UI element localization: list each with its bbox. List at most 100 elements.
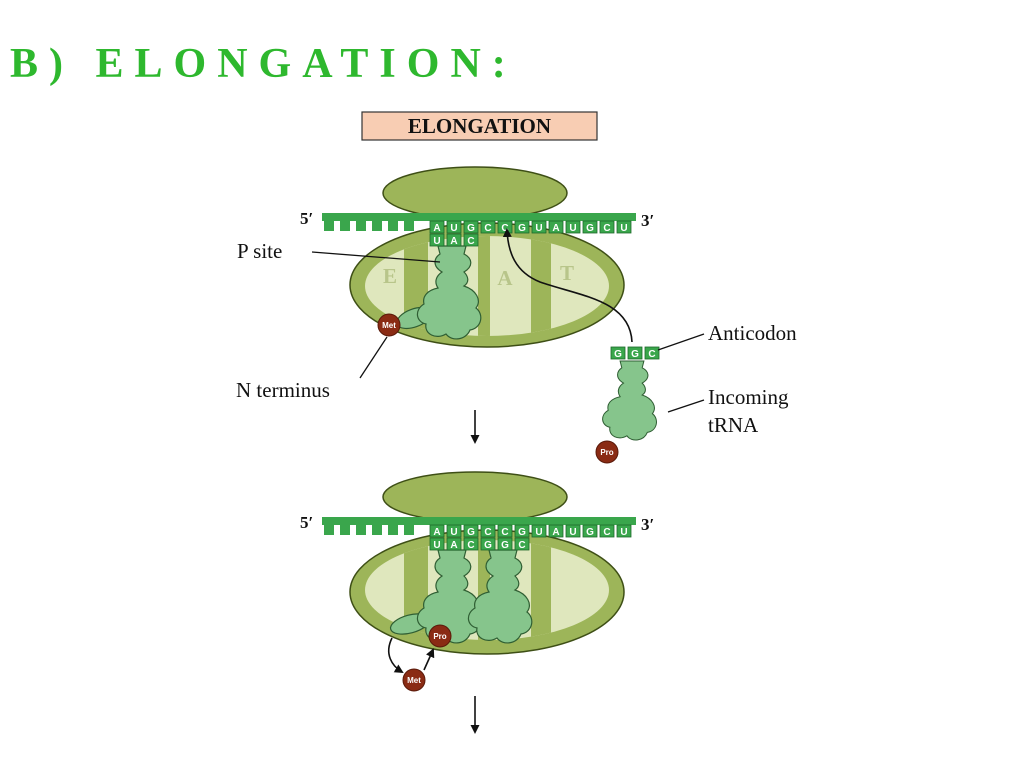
mrna-codon-letter: U [450,223,457,234]
mrna-codon-letter: U [620,223,627,234]
mrna-codon-letter: G [467,527,475,538]
site-divider [531,540,551,640]
pro-label: Pro [433,632,446,641]
mrna-base [340,524,350,535]
diagram-label-box: ELONGATION [361,111,598,141]
mrna-base [372,524,382,535]
anticodon-box [497,537,513,551]
mrna-codon-letter: C [603,527,610,538]
anticodon-letter: G [484,540,492,551]
peptide-bond-arrow [423,648,435,671]
mrna-codon-letter: A [552,527,559,538]
anticodon-letter: G [501,540,509,551]
mrna-codon-box [582,220,598,234]
anticodon-label: Anticodon [708,321,797,345]
anticodon-box [463,233,479,247]
ribosome-small-subunit [382,166,568,220]
binding-arrow [502,228,633,343]
incoming-trna [602,360,657,441]
mrna-codon-box [616,524,632,538]
met-circle [402,668,426,692]
site-letter-a: A [497,266,513,290]
met-amino-acid: Met [402,668,426,692]
ribosome-small-subunit [382,471,568,523]
pro-circle [428,624,452,648]
site-divider [478,236,490,336]
anticodon-box [446,537,462,551]
incoming-anticodon-letter: C [648,349,655,360]
five-prime-label: 5′ [300,209,313,228]
mrna-codon-box [599,524,615,538]
mrna-base [388,220,398,231]
anticodon-box [463,537,479,551]
mrna-codon-box [480,220,496,234]
anticodon-letter: A [450,540,457,551]
mrna-codon-letter: U [569,223,576,234]
incoming-anticodon-box [610,346,626,360]
site-letter-e: E [383,264,397,288]
site-divider [531,236,551,336]
three-prime-label: 3′ [641,515,654,534]
mrna-base [372,220,382,231]
mrna-codon-box [582,524,598,538]
mrna-codon-letter: U [535,223,542,234]
mrna-codon-box [565,220,581,234]
anticodon-box [446,233,462,247]
mrna-codon-box [616,220,632,234]
mrna-codon-letter: G [467,223,475,234]
met-label: Met [382,321,396,330]
mrna-codon-box [446,220,462,234]
mrna-codon-box [548,220,564,234]
three-prime-label: 3′ [641,211,654,230]
incoming-trna-label-line1: Incoming [708,385,789,409]
mrna-codon-box [480,524,496,538]
mrna-codon-letter: U [620,527,627,538]
slide-title: B) ELONGATION: [10,41,517,87]
n-terminus-leader-line [359,336,388,379]
mrna-codon-letter: G [518,223,526,234]
pro-amino-acid: Pro [595,440,619,464]
anticodon-letter: C [467,540,474,551]
mrna-codon-box [531,220,547,234]
p-site-label: P site [237,239,282,263]
met-label: Met [407,676,421,685]
anticodon-box [480,537,496,551]
mrna-codon-box [514,220,530,234]
incoming-anticodon-box [627,346,643,360]
mrna-codon-box [429,220,445,234]
mrna-codon-letter: U [535,527,542,538]
mrna-codon-box [565,524,581,538]
incoming-trna-label-line2: tRNA [708,413,759,437]
incoming-anticodon-letter: G [614,349,622,360]
mrna-codon-letter: C [603,223,610,234]
mrna-codon-letter: A [552,223,559,234]
mrna-codon-box [429,524,445,538]
mrna-codon-box [548,524,564,538]
mrna-base [356,220,366,231]
mrna-base [404,220,414,231]
mrna-codon-letter: A [433,223,440,234]
mrna-backbone [322,517,636,525]
site-letter-t: T [560,261,574,285]
anticodon-box [429,537,445,551]
pro-label: Pro [600,448,613,457]
anticodon-box [514,537,530,551]
pro-circle [595,440,619,464]
n-terminus-label: N terminus [236,378,330,402]
mrna-codon-box [497,524,513,538]
anticodon-letter: C [518,540,525,551]
mrna-base [388,524,398,535]
anticodon-leader-line [657,333,705,351]
anticodon-box [429,233,445,247]
mrna-base [340,220,350,231]
anticodon-letter: A [450,236,457,247]
